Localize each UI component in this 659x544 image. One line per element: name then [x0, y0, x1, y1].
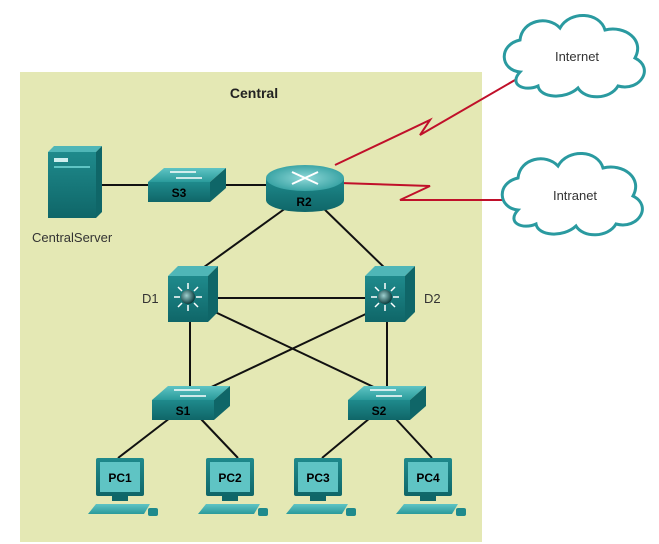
intranet-cloud: [500, 152, 644, 237]
links: [102, 184, 433, 459]
wan-link-intranet: [339, 182, 510, 201]
zone-title: Central: [230, 85, 278, 101]
intranet-cloud-label: Intranet: [553, 188, 597, 203]
switch-s2-icon: [348, 386, 426, 420]
link-r2-d2: [319, 204, 393, 276]
link-d2-s1: [204, 311, 371, 391]
link-s2-pc3: [321, 417, 371, 459]
central-server-icon: [48, 146, 102, 218]
switch-s2-label: S2: [372, 404, 387, 418]
pc1-label: PC1: [108, 471, 132, 485]
multilayer-switch-d2-icon: [365, 266, 415, 322]
link-r2-d1: [192, 204, 291, 276]
switch-s1-icon: [152, 386, 230, 420]
router-r2-label: R2: [296, 195, 312, 209]
central-server-label: CentralServer: [32, 230, 113, 245]
link-s2-pc4: [394, 417, 433, 459]
link-d1-s2: [214, 311, 381, 391]
switch-s3-icon: [148, 168, 226, 202]
multilayer-switch-d2-label: D2: [424, 291, 441, 306]
wan-link-internet: [334, 79, 516, 166]
link-s1-pc1: [117, 417, 171, 459]
pc4-icon: [396, 458, 466, 516]
internet-cloud-label: Internet: [555, 49, 599, 64]
internet-cloud: [502, 14, 646, 99]
pc3-icon: [286, 458, 356, 516]
link-s1-pc2: [199, 417, 239, 459]
pc2-icon: [198, 458, 268, 516]
pc4-label: PC4: [416, 471, 440, 485]
switch-s1-label: S1: [176, 404, 191, 418]
multilayer-switch-d1-label: D1: [142, 291, 159, 306]
multilayer-switch-d1-icon: [168, 266, 218, 322]
pc2-label: PC2: [218, 471, 242, 485]
switch-s3-label: S3: [172, 186, 187, 200]
pc3-label: PC3: [306, 471, 330, 485]
pc1-icon: [88, 458, 158, 516]
router-r2-icon: [266, 165, 344, 212]
